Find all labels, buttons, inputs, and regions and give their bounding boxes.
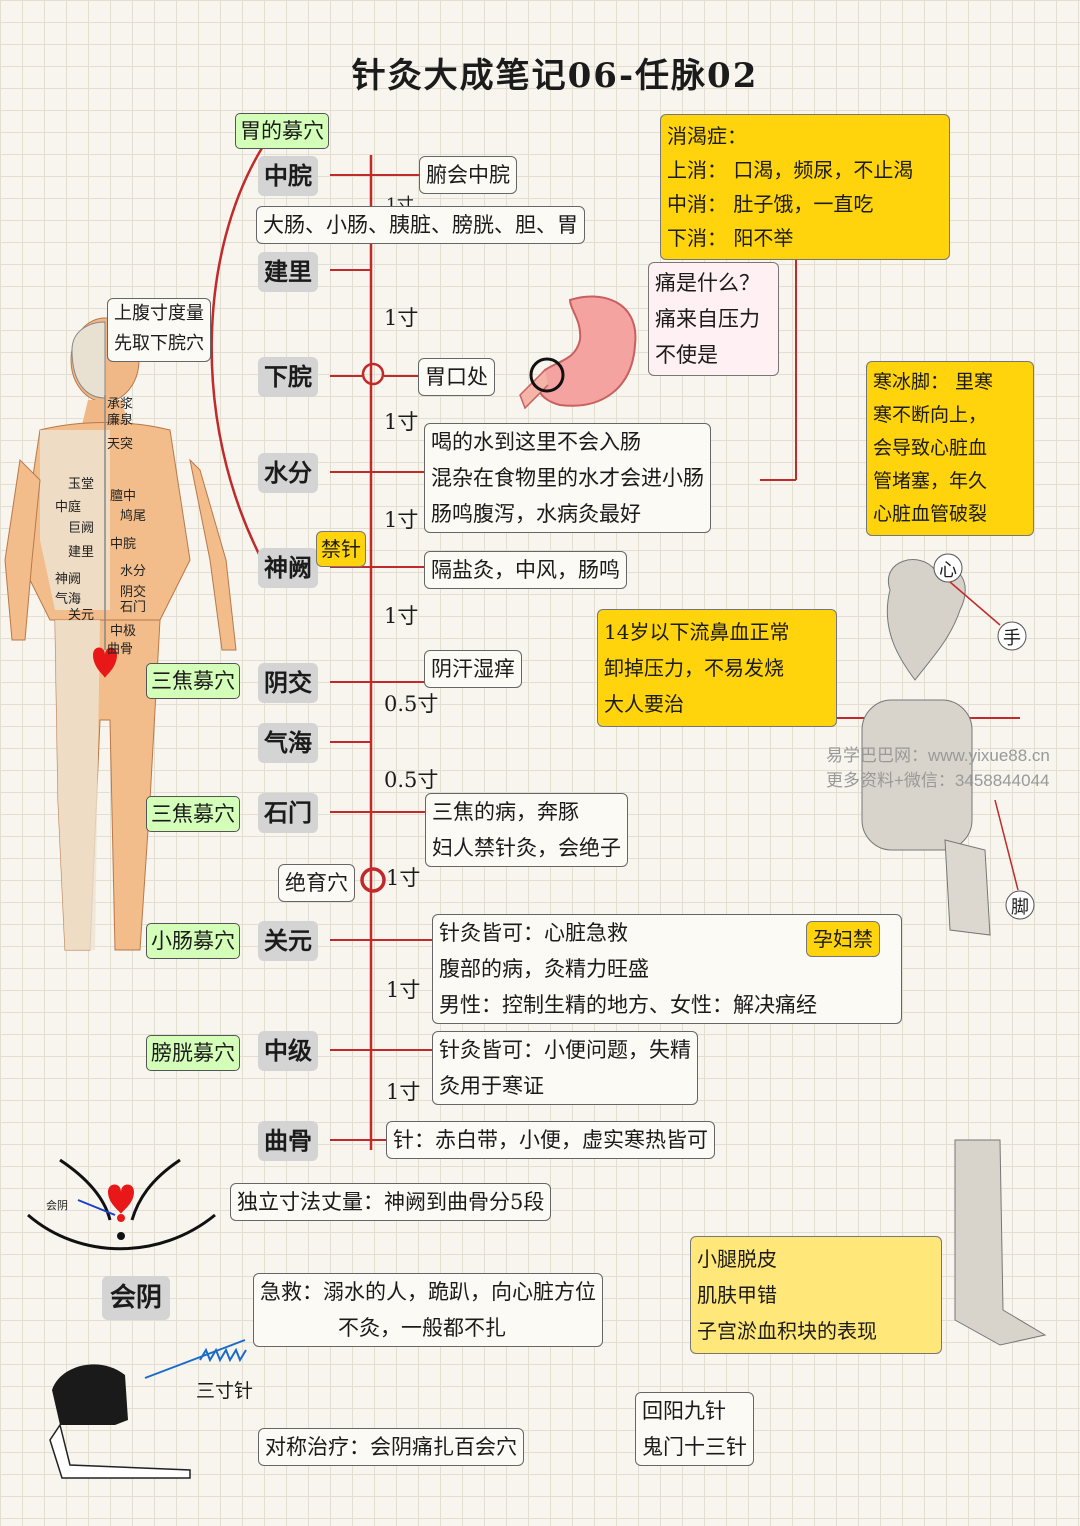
cun-label: 1寸 xyxy=(384,508,419,532)
body-label: 关元 xyxy=(68,608,95,623)
cun-label: 0.5寸 xyxy=(384,768,439,792)
body-label: 水分 xyxy=(120,564,147,579)
page-title: 针灸大成笔记06-任脉02 xyxy=(351,56,759,96)
label-heart: 心 xyxy=(939,560,957,581)
point-huiyin: 会阴 xyxy=(102,1276,171,1320)
note-sterilization-point: 绝育穴 xyxy=(278,864,355,902)
mu-stomach: 胃的募穴 xyxy=(235,113,329,149)
body-label: 巨阙 xyxy=(68,521,95,536)
body-label: 承浆 xyxy=(107,397,134,412)
body-label: 鸠尾 xyxy=(120,509,147,524)
cun-label: 1寸 xyxy=(384,306,419,330)
point-zhongwan: 中脘 xyxy=(258,156,318,196)
note-upper-abdomen: 上腹寸度量 先取下脘穴 xyxy=(107,298,211,362)
cun-label: 1寸 xyxy=(386,978,421,1002)
note-pain: 痛是什么？ 痛来自压力 不使是 xyxy=(648,262,779,376)
note-nosebleed: 14岁以下流鼻血正常 卸掉压力，不易发烧 大人要治 xyxy=(597,609,837,727)
label-huiyin-small: 会阴 xyxy=(46,1199,68,1212)
note-guanyuan: 针灸皆可：心脏急救 腹部的病，灸精力旺盛 男性：控制生精的地方、女性：解决痛经 xyxy=(432,914,902,1024)
point-shenque: 神阙 xyxy=(258,548,318,588)
body-label: 膻中 xyxy=(110,489,137,504)
body-label: 中极 xyxy=(110,624,137,639)
watermark: 更多资料+微信：3458844044 xyxy=(826,771,1050,790)
cun-label: 1寸 xyxy=(386,866,421,890)
anatomy-sketch xyxy=(861,553,1035,936)
body-label: 建里 xyxy=(68,545,95,560)
mu-small-intestine: 小肠募穴 xyxy=(146,923,240,959)
perineum-sketch xyxy=(27,1158,216,1251)
note-yinjiao: 阴汗湿痒 xyxy=(424,650,522,688)
body-label: 天突 xyxy=(107,437,134,452)
point-zhongji: 中级 xyxy=(258,1031,318,1071)
body-label: 曲骨 xyxy=(107,642,134,657)
body-label: 中脘 xyxy=(110,537,137,552)
note-huiyin: 急救：溺水的人，跪趴，向心脏方位 不灸，一般都不扎 xyxy=(253,1273,603,1347)
note-calf: 小腿脱皮 肌肤甲错 子宫淤血积块的表现 xyxy=(690,1236,942,1354)
note-qugu: 针：赤白带，小便，虚实寒热皆可 xyxy=(386,1121,715,1159)
cun-label: 1寸 xyxy=(384,410,419,434)
note-fuhui: 腑会中脘 xyxy=(419,156,517,194)
point-yinjiao: 阴交 xyxy=(258,663,318,703)
note-cold-feet: 寒冰脚： 里寒 寒不断向上， 会导致心脏血 管堵塞，年久 心脏血管破裂 xyxy=(866,361,1034,536)
body-label: 玉堂 xyxy=(68,477,95,492)
label-hand: 手 xyxy=(1003,628,1021,649)
body-label: 气海 xyxy=(55,592,82,607)
label-foot: 脚 xyxy=(1011,897,1029,918)
note-pregnant-forbidden: 孕妇禁 xyxy=(806,921,880,957)
watermark: 易学巴巴网：www.yixue88.cn xyxy=(826,746,1050,765)
body-label: 阴交 xyxy=(120,585,147,600)
note-xiaoke: 消渴症： 上消： 口渴，频尿，不止渴 中消： 肚子饿，一直吃 下消： 阳不举 xyxy=(660,114,950,260)
label-three-cun-needle: 三寸针 xyxy=(196,1380,254,1402)
note-symmetry: 对称治疗：会阴痛扎百会穴 xyxy=(258,1428,524,1466)
point-shimen: 石门 xyxy=(258,793,318,833)
note-organs: 大肠、小肠、胰脏、膀胱、胆、胃 xyxy=(256,206,585,244)
mu-bladder: 膀胱募穴 xyxy=(146,1035,240,1071)
leg-sketch xyxy=(954,1139,1047,1346)
mu-sanjiao-2: 三焦募穴 xyxy=(146,796,240,832)
note-huiyang: 回阳九针 鬼门十三针 xyxy=(635,1392,754,1466)
note-zhongji: 针灸皆可：小便问题，失精 灸用于寒证 xyxy=(432,1031,698,1105)
point-guanyuan: 关元 xyxy=(258,921,318,961)
stomach-illustration xyxy=(519,295,637,410)
note-weikou: 胃口处 xyxy=(418,358,495,396)
body-label: 廉泉 xyxy=(107,413,134,428)
cun-label: 0.5寸 xyxy=(384,692,439,716)
note-shenque: 隔盐灸，中风，肠鸣 xyxy=(424,551,627,589)
point-qihai: 气海 xyxy=(258,723,318,763)
kneeling-figure xyxy=(49,1339,247,1479)
body-label: 石门 xyxy=(120,600,147,615)
point-jianli: 建里 xyxy=(258,252,318,292)
body-label: 神阙 xyxy=(55,572,82,587)
mu-sanjiao-1: 三焦募穴 xyxy=(146,663,240,699)
note-shimen: 三焦的病，奔豚 妇人禁针灸，会绝子 xyxy=(425,793,628,867)
note-independent-measure: 独立寸法丈量：神阙到曲骨分5段 xyxy=(230,1183,552,1221)
note-forbid-needle: 禁针 xyxy=(316,531,366,567)
note-water: 喝的水到这里不会入肠 混杂在食物里的水才会进小肠 肠鸣腹泻，水病灸最好 xyxy=(424,423,711,533)
body-figure xyxy=(4,317,237,951)
cun-label: 1寸 xyxy=(384,604,419,628)
point-qugu: 曲骨 xyxy=(258,1121,318,1161)
cun-label: 1寸 xyxy=(386,1080,421,1104)
point-shuifen: 水分 xyxy=(258,453,318,493)
point-xiawan: 下脘 xyxy=(258,357,318,397)
body-label: 中庭 xyxy=(55,500,82,515)
